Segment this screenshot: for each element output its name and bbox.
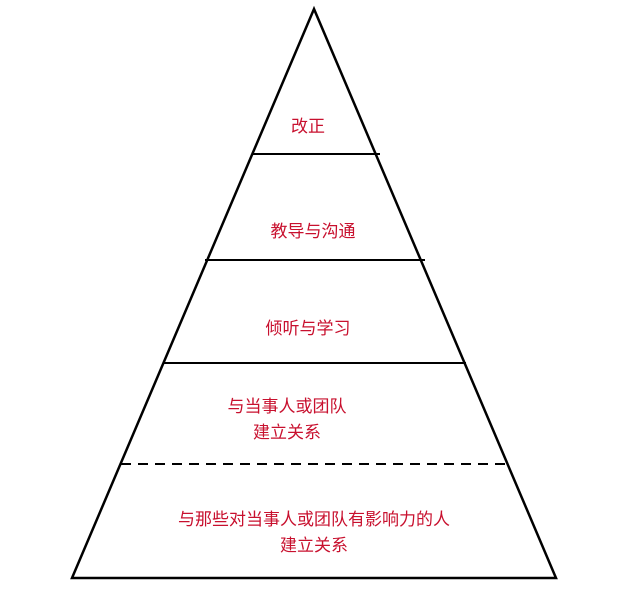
pyramid-outline	[70, 5, 558, 580]
level-1-label: 改正	[291, 117, 325, 137]
level-2-label: 教导与沟通	[271, 222, 356, 242]
level-4-label-line-2: 建立关系	[253, 423, 321, 443]
level-4-label-line-1: 与当事人或团队	[228, 397, 347, 417]
level-5-label-line-1: 与那些对当事人或团队有影响力的人	[178, 510, 450, 530]
level-3-label: 倾听与学习	[266, 319, 351, 339]
level-5-label-line-2: 建立关系	[280, 536, 348, 556]
